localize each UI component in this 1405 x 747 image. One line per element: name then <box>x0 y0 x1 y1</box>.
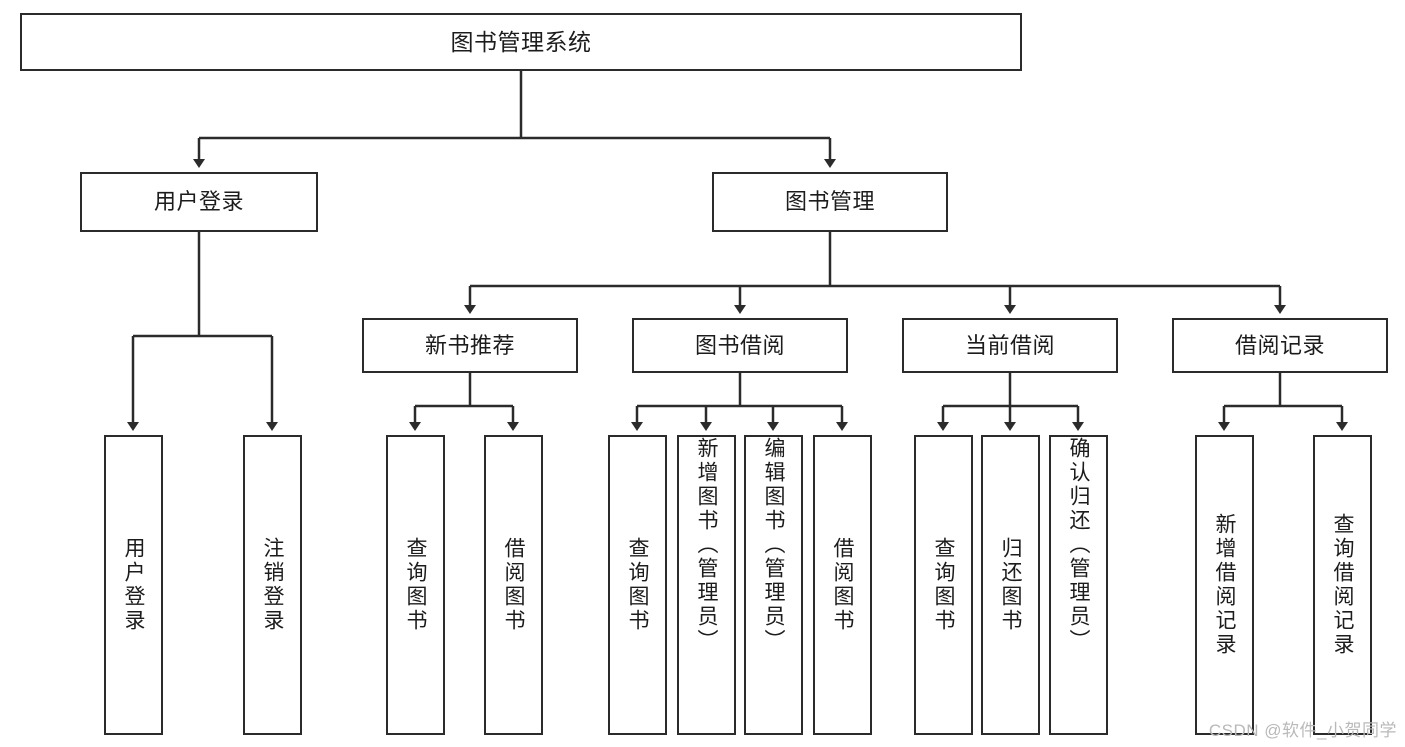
node-label: 注销登录 <box>261 537 284 633</box>
node-label: 借阅图书 <box>502 537 525 633</box>
leaf-current-confirm-return-admin[interactable]: 确认归还（管理员） <box>1049 435 1108 735</box>
node-label: 查询图书 <box>932 537 955 633</box>
leaf-borrow-edit-book-admin[interactable]: 编辑图书（管理员） <box>744 435 803 735</box>
node-label: 图书管理系统 <box>450 28 592 55</box>
leaf-user-login-signin[interactable]: 用户登录 <box>104 435 163 735</box>
node-label: 借阅记录 <box>1234 332 1325 358</box>
node-label: 查询借阅记录 <box>1331 513 1354 657</box>
node-label: 确认归还（管理员） <box>1067 437 1090 653</box>
leaf-current-return-book[interactable]: 归还图书 <box>981 435 1040 735</box>
watermark-text: CSDN @软件_小贺同学 <box>1208 721 1397 740</box>
node-label: 新书推荐 <box>424 332 515 358</box>
node-current-borrow[interactable]: 当前借阅 <box>902 318 1118 373</box>
leaf-borrow-add-book-admin[interactable]: 新增图书（管理员） <box>677 435 736 735</box>
leaf-new-book-query[interactable]: 查询图书 <box>386 435 445 735</box>
node-label: 新增图书（管理员） <box>695 437 718 653</box>
node-label: 图书管理 <box>784 189 875 214</box>
node-new-book-recommend[interactable]: 新书推荐 <box>362 318 578 373</box>
leaf-record-add-borrow-record[interactable]: 新增借阅记录 <box>1195 435 1254 735</box>
leaf-record-query-borrow-record[interactable]: 查询借阅记录 <box>1313 435 1372 735</box>
leaf-borrow-query-book[interactable]: 查询图书 <box>608 435 667 735</box>
node-label: 用户登录 <box>122 537 145 633</box>
node-book-borrow[interactable]: 图书借阅 <box>632 318 848 373</box>
leaf-user-login-signout[interactable]: 注销登录 <box>243 435 302 735</box>
node-label: 借阅图书 <box>831 537 854 633</box>
node-user-login[interactable]: 用户登录 <box>80 172 318 232</box>
node-label: 当前借阅 <box>964 332 1055 358</box>
leaf-current-query-book[interactable]: 查询图书 <box>914 435 973 735</box>
node-label: 新增借阅记录 <box>1213 513 1236 657</box>
node-book-management[interactable]: 图书管理 <box>712 172 948 232</box>
node-borrow-record[interactable]: 借阅记录 <box>1172 318 1388 373</box>
node-label: 图书借阅 <box>694 332 785 358</box>
node-label: 查询图书 <box>404 537 427 633</box>
node-label: 编辑图书（管理员） <box>762 437 785 653</box>
node-root-book-management-system[interactable]: 图书管理系统 <box>20 13 1022 71</box>
node-label: 归还图书 <box>999 537 1022 633</box>
leaf-borrow-borrow-book[interactable]: 借阅图书 <box>813 435 872 735</box>
node-label: 查询图书 <box>626 537 649 633</box>
leaf-new-book-borrow[interactable]: 借阅图书 <box>484 435 543 735</box>
node-label: 用户登录 <box>153 189 244 214</box>
